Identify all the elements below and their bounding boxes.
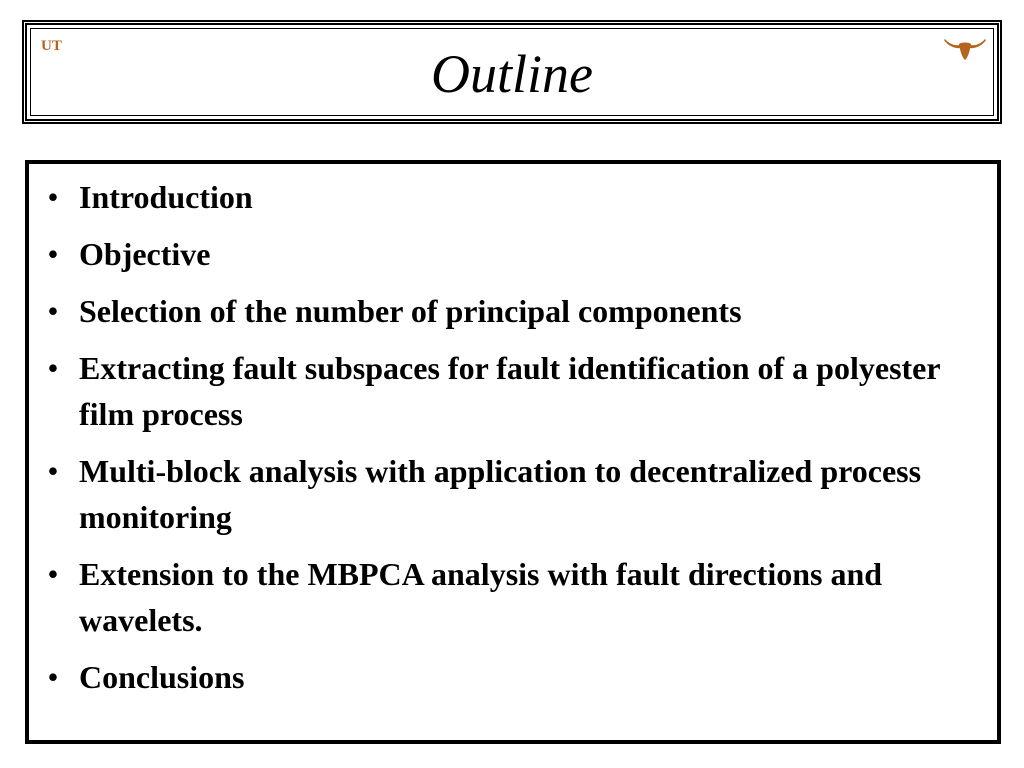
content-box: • Introduction • Objective • Selection o… [25,160,1001,744]
bullet-text: Objective [79,236,211,272]
bullet-icon: • [47,236,59,272]
bullet-icon: • [47,453,59,489]
bullet-item-conclusions: • Conclusions [43,654,987,700]
bullet-icon: • [47,179,59,215]
bullet-item-multi-block: • Multi-block analysis with application … [43,448,987,540]
bullet-list: • Introduction • Objective • Selection o… [43,174,987,711]
bullet-text: Introduction [79,179,253,215]
title-frame-inner [30,28,994,116]
bullet-icon: • [47,293,59,329]
longhorn-icon [944,39,986,60]
ut-logo-icon: UT [41,38,62,53]
bullet-icon: • [47,350,59,386]
bullet-text: Multi-block analysis with application to… [79,453,922,535]
bullet-text: Extracting fault subspaces for fault ide… [79,350,940,432]
bullet-icon: • [47,556,59,592]
bullet-item-selection: • Selection of the number of principal c… [43,288,987,334]
bullet-item-objective: • Objective [43,231,987,277]
slide-title: Outline [431,44,593,104]
title-frame: UT Outline [22,20,1002,124]
bullet-text: Conclusions [79,659,245,695]
bullet-text: Selection of the number of principal com… [79,293,742,329]
svg-text:UT: UT [41,38,62,53]
bullet-item-fault-subspaces: • Extracting fault subspaces for fault i… [43,345,987,437]
bullet-text: Extension to the MBPCA analysis with fau… [79,556,883,638]
bullet-icon: • [47,659,59,695]
bullet-item-introduction: • Introduction [43,174,987,220]
bullet-item-extension: • Extension to the MBPCA analysis with f… [43,551,987,643]
